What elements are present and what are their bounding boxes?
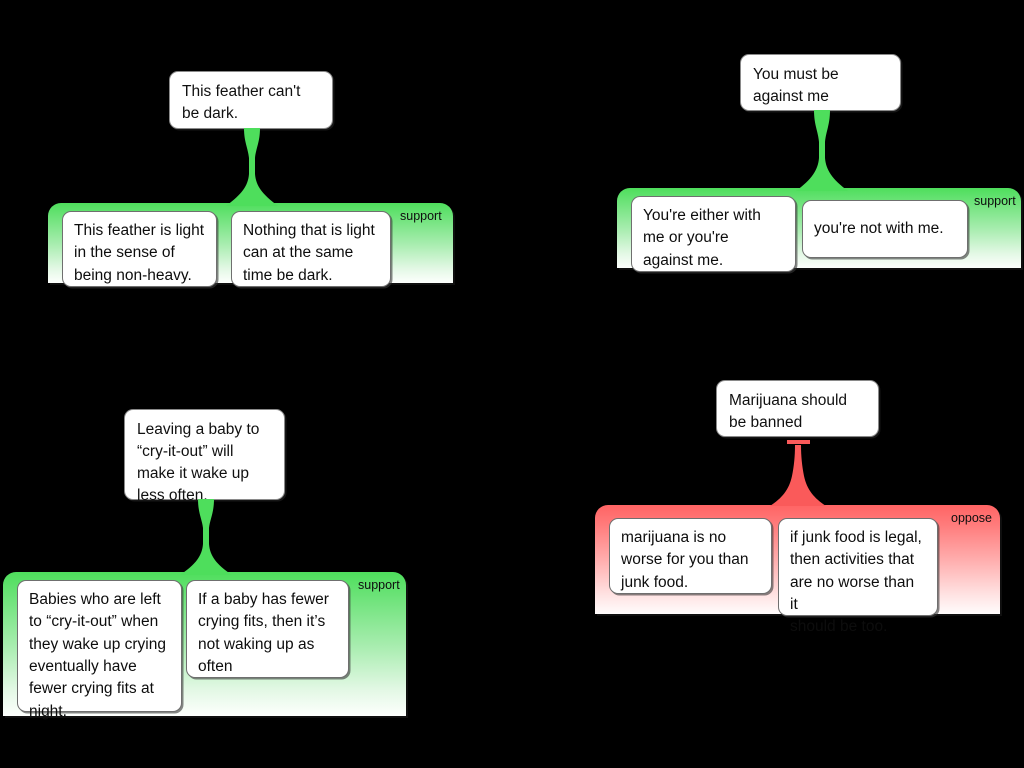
- relation-label-support: support: [358, 578, 400, 592]
- premise-box[interactable]: if junk food is legal, then activities t…: [778, 518, 938, 635]
- claim-box-marijuana[interactable]: Marijuana should be banned: [716, 380, 879, 437]
- premise-box[interactable]: marijuana is no worse for you than junk …: [609, 518, 772, 594]
- relation-label-oppose: oppose: [951, 511, 993, 525]
- relation-label-support: support: [400, 209, 442, 223]
- premise-box[interactable]: If a baby has fewer crying fits, then it…: [186, 580, 349, 678]
- support-connector-cry-it-out: [180, 499, 232, 575]
- oppose-panel-marijuana: oppose marijuana is no worse for you tha…: [595, 505, 1000, 635]
- premise-box[interactable]: you're not with me.: [802, 200, 968, 258]
- support-connector-against-me: [796, 110, 848, 191]
- premise-box[interactable]: Babies who are left to “cry-it-out” when…: [17, 580, 182, 720]
- support-panel-cry-it-out: support Babies who are left to “cry-it-o…: [3, 572, 406, 720]
- relation-label-support: support: [974, 194, 1016, 208]
- oppose-connector-marijuana: [770, 440, 826, 506]
- support-connector-feather: [226, 128, 278, 206]
- claim-box-against-me[interactable]: You must be against me: [740, 54, 901, 111]
- claim-box-cry-it-out[interactable]: Leaving a baby to “cry-it-out” will make…: [124, 409, 285, 504]
- support-panel-against-me: support You're either with me or you're …: [617, 188, 1021, 272]
- premise-box[interactable]: You're either with me or you're against …: [631, 196, 796, 272]
- claim-box-feather[interactable]: This feather can't be dark.: [169, 71, 333, 129]
- premise-box[interactable]: This feather is light in the sense of be…: [62, 211, 217, 287]
- premise-box[interactable]: Nothing that is light can at the same ti…: [231, 211, 391, 287]
- support-panel-feather: support This feather is light in the sen…: [48, 203, 453, 287]
